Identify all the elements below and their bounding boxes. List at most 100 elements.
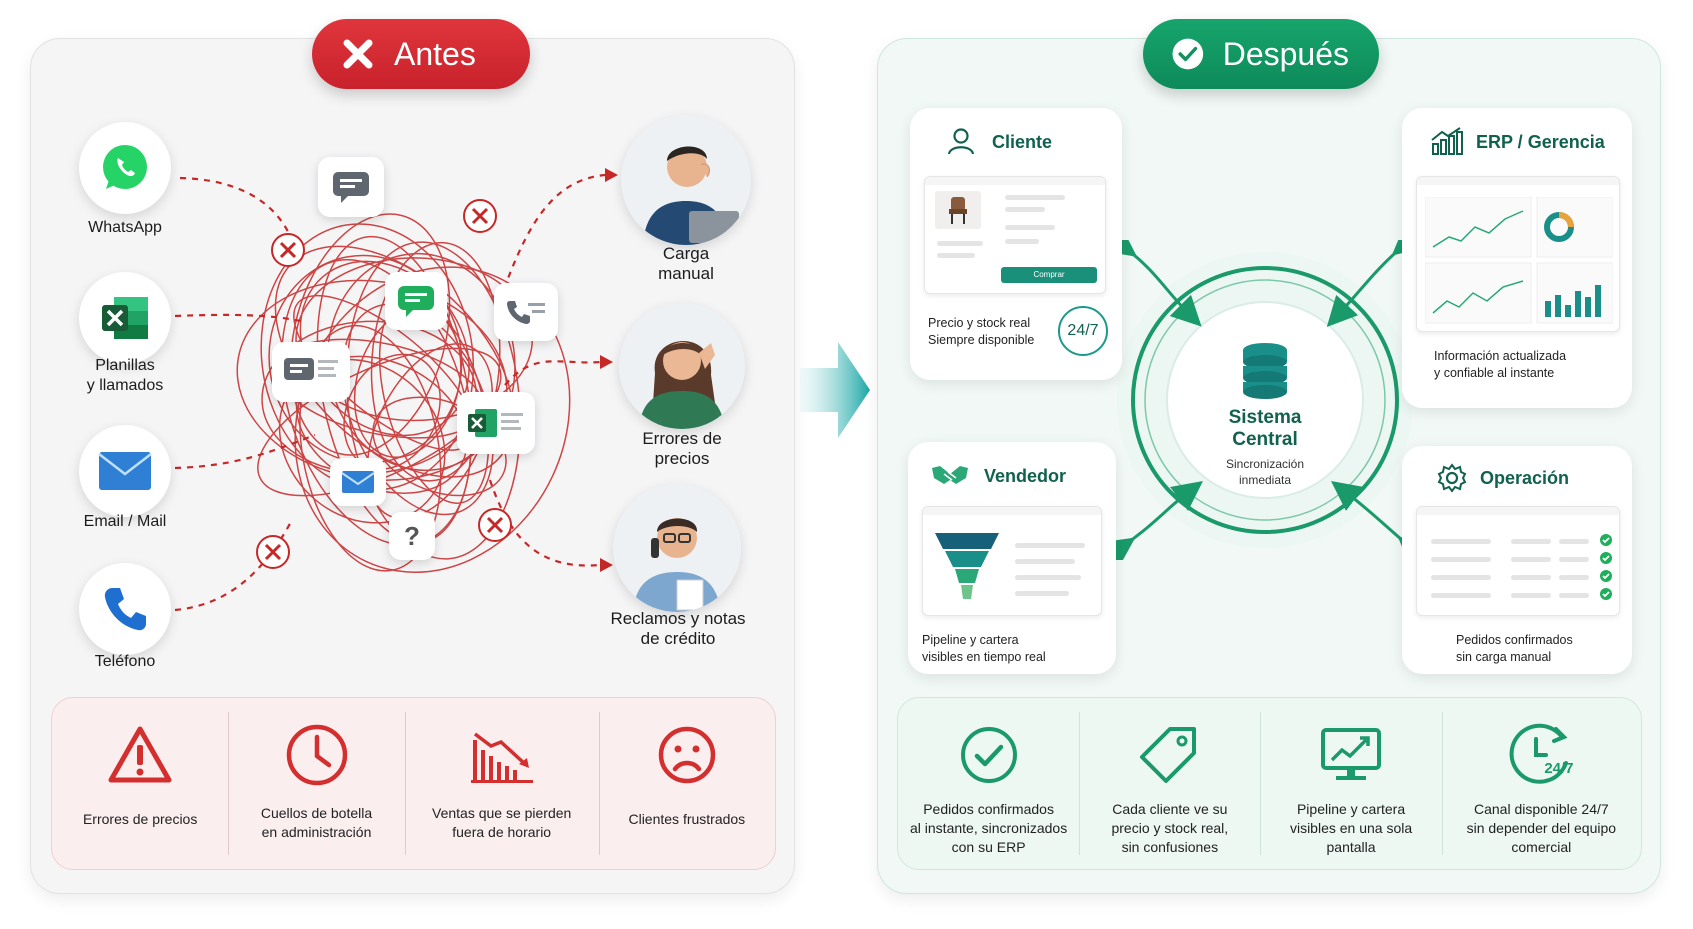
sync-arrows: [1115, 240, 1415, 560]
benefits-strip: Pedidos confirmados al instante, sincron…: [897, 697, 1642, 870]
stressed-person-laptop-icon: [621, 115, 751, 245]
problem-label: Cuellos de botella en administración: [260, 805, 373, 840]
whatsapp-source: [79, 122, 171, 214]
card-vendedor: Vendedor Pipeline y cartera visibles en …: [908, 442, 1116, 674]
excel-bubble: [457, 392, 535, 454]
question-bubble: ?: [389, 512, 435, 560]
source-label-email: Email / Mail: [83, 513, 167, 530]
spreadsheet-source: [79, 272, 171, 364]
card-text-cliente: Precio y stock real Siempre disponible: [928, 316, 1035, 347]
whatsapp-icon: [103, 145, 147, 189]
before-title: Antes: [394, 35, 476, 72]
badge-247: 24/7: [1058, 306, 1108, 356]
price-tag-icon: [1139, 727, 1196, 783]
mail-source: [79, 425, 171, 517]
source-label-telefono: Teléfono: [94, 653, 156, 670]
problem-clientes: Clientes frustrados: [598, 698, 775, 869]
phone-list-icon: [507, 301, 545, 324]
before-title-pill: Antes: [312, 19, 530, 89]
database-icon: [1243, 343, 1287, 399]
problem-cuellos: Cuellos de botella en administración: [228, 698, 404, 869]
outcome-carga-manual: [621, 115, 751, 245]
benefit-canal: 24/7 Canal disponible 24/7 sin depender …: [1441, 698, 1641, 869]
problem-label: Ventas que se pierden fuera de horario: [432, 805, 572, 840]
source-label-whatsapp: WhatsApp: [88, 219, 162, 236]
sad-face-icon: [658, 726, 716, 784]
card-operacion: Operación Pedidos confirmados sin carga …: [1402, 446, 1632, 674]
card-title-erp: ERP / Gerencia: [1476, 132, 1605, 152]
orders-screen-mockup: [1416, 506, 1620, 616]
call-note-bubble: [494, 283, 558, 341]
warning-icon: [108, 726, 172, 783]
question-mark: ?: [404, 520, 420, 551]
dashboard-screen-mockup: [1416, 176, 1620, 332]
funnel-icon: [935, 533, 999, 599]
problem-ventas: Ventas que se pierden fuera de horario: [404, 698, 599, 869]
check-circle-icon: [1172, 38, 1204, 70]
card-title-cliente: Cliente: [992, 132, 1053, 152]
benefit-precio: Cada cliente ve su precio y stock real, …: [1079, 698, 1260, 869]
card-erp: ERP / Gerencia Información actualizada y…: [1402, 108, 1632, 408]
confirmed-check-icons: [1600, 534, 1612, 600]
benefit-label: Pedidos confirmados al instante, sincron…: [910, 801, 1068, 855]
central-title: Sistema Central: [1228, 407, 1302, 450]
central-subtitle: Sincronización inmediata: [1225, 457, 1305, 487]
outcome-label-errores: Errores de precios: [642, 429, 722, 468]
card-text-operacion: Pedidos confirmados sin carga manual: [1456, 633, 1573, 664]
x-mark-icon: [343, 39, 373, 69]
after-title-pill: Después: [1143, 19, 1379, 89]
benefit-label: Cada cliente ve su precio y stock real, …: [1111, 801, 1229, 855]
error-markers: [256, 199, 512, 569]
outcome-label-reclamos: Reclamos y notas de crédito: [610, 609, 746, 648]
after-title: Después: [1222, 35, 1349, 72]
benefit-pipeline: Pipeline y cartera visibles en una sola …: [1260, 698, 1441, 869]
problem-errores: Errores de precios: [52, 698, 228, 869]
source-label-planillas: Planillas y llamados: [86, 357, 164, 394]
card-cliente: Cliente Comprar Precio y stock real Siem…: [910, 108, 1122, 380]
chat-bubble-grey: [318, 157, 384, 217]
benefit-label: Canal disponible 24/7 sin depender del e…: [1466, 801, 1617, 855]
check-circle-icon: [960, 727, 1017, 783]
document-lines-icon: [284, 358, 338, 380]
mail-small-icon: [341, 471, 375, 493]
growth-chart-icon: [1431, 127, 1463, 155]
clock-247-icon: [1509, 723, 1569, 784]
mail-icon: [98, 452, 152, 490]
buy-button[interactable]: Comprar: [1001, 267, 1097, 283]
benefit-pedidos: Pedidos confirmados al instante, sincron…: [898, 698, 1079, 869]
excel-small-icon: [468, 409, 523, 437]
handshake-icon: [932, 466, 968, 484]
chat-icon: [333, 172, 369, 203]
chat-green-icon: [398, 286, 434, 317]
problem-label: Clientes frustrados: [628, 811, 746, 827]
shop-screen-mockup: Comprar: [924, 176, 1106, 294]
card-title-vendedor: Vendedor: [984, 466, 1067, 486]
monitor-chart-icon: [1321, 728, 1382, 780]
worried-woman-icon: [619, 303, 745, 429]
chair-icon: [949, 197, 967, 224]
pipeline-screen-mockup: [922, 506, 1102, 616]
gear-icon: [1437, 463, 1467, 493]
outcome-label-carga: Carga manual: [658, 244, 714, 283]
clock-icon: [286, 724, 347, 786]
problem-label: Errores de precios: [82, 811, 198, 827]
user-icon: [947, 128, 975, 155]
benefit-badge-247: 24/7: [1544, 760, 1574, 777]
dashboard-charts: [1425, 197, 1613, 324]
problems-strip: Errores de precios Cuellos de botella en…: [51, 697, 776, 870]
excel-icon: [102, 297, 148, 339]
card-text-vendedor: Pipeline y cartera visibles en tiempo re…: [922, 633, 1046, 664]
man-on-phone-icon: [613, 484, 741, 612]
list-bubble: [272, 342, 350, 402]
outcome-reclamos: [613, 484, 741, 612]
transition-arrow-icon: [800, 342, 870, 438]
outcome-errores-precios: [619, 303, 745, 429]
chart-down-icon: [470, 732, 533, 783]
mail-bubble: [330, 458, 386, 506]
phone-icon: [104, 588, 146, 631]
chat-bubble-green: [385, 272, 447, 330]
phone-source: [79, 563, 171, 655]
card-text-erp: Información actualizada y confiable al i…: [1434, 349, 1567, 380]
benefit-label: Pipeline y cartera visibles en una sola …: [1289, 801, 1413, 855]
card-title-operacion: Operación: [1480, 468, 1570, 488]
